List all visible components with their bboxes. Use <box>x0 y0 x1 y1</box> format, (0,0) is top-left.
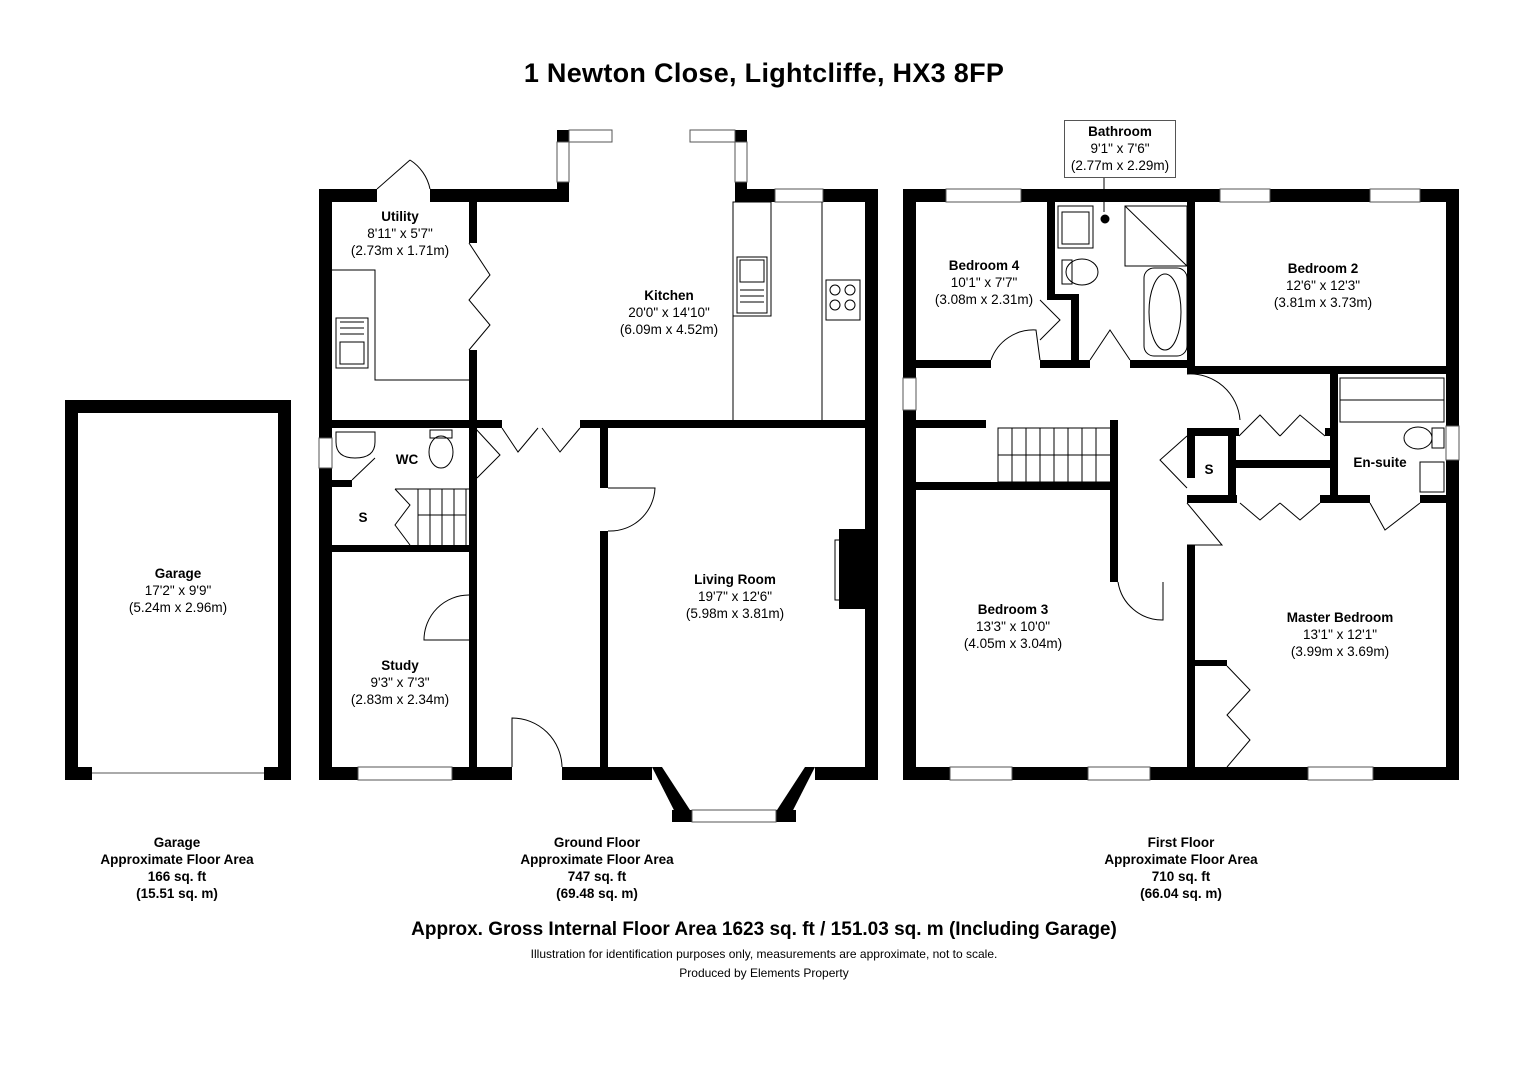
floor-area-first: First Floor Approximate Floor Area 710 s… <box>1081 834 1281 902</box>
study-imperial: 9'3" x 7'3" <box>370 675 430 690</box>
room-label-bedroom-3: Bedroom 3 13'3" x 10'0" (4.05m x 3.04m) <box>938 601 1088 652</box>
first-floor-sqft: 710 sq. ft <box>1151 869 1211 884</box>
living-name: Living Room <box>694 572 776 587</box>
first-floor-windows <box>902 188 1460 781</box>
room-label-ensuite: En-suite <box>1353 455 1407 470</box>
produced-by-text: Produced by Elements Property <box>679 966 849 980</box>
first-floor-name: First Floor <box>1147 835 1215 850</box>
bathroom-name: Bathroom <box>1088 124 1152 139</box>
bedroom2-metric: (3.81m x 3.73m) <box>1273 295 1373 310</box>
master-name: Master Bedroom <box>1286 610 1394 625</box>
room-label-wc: WC <box>395 452 419 467</box>
room-label-utility: Utility 8'11" x 5'7" (2.73m x 1.71m) <box>330 208 470 259</box>
bedroom4-imperial: 10'1" x 7'7" <box>950 275 1018 290</box>
kitchen-metric: (6.09m x 4.52m) <box>619 322 719 337</box>
garage-floor-sqft: 166 sq. ft <box>147 869 207 884</box>
ground-floor-interior-walls <box>332 189 865 780</box>
ground-floor-name: Ground Floor <box>553 835 641 850</box>
kitchen-imperial: 20'0" x 14'10" <box>628 305 710 320</box>
study-name: Study <box>381 658 419 673</box>
ground-floor-fixtures <box>332 159 861 768</box>
garage-floor-name: Garage <box>153 835 201 850</box>
bedroom4-name: Bedroom 4 <box>948 258 1020 273</box>
bathroom-metric: (2.77m x 2.29m) <box>1070 158 1170 173</box>
master-metric: (3.99m x 3.69m) <box>1290 644 1390 659</box>
bedroom2-name: Bedroom 2 <box>1287 261 1359 276</box>
garage-metric: (5.24m x 2.96m) <box>128 600 228 615</box>
bedroom2-imperial: 12'6" x 12'3" <box>1285 278 1361 293</box>
garage-floor-sqm: (15.51 sq. m) <box>136 886 218 901</box>
garage-floor-label: Approximate Floor Area <box>100 852 254 867</box>
bedroom3-metric: (4.05m x 3.04m) <box>963 636 1063 651</box>
garage-name: Garage <box>154 566 202 581</box>
ground-floor-label: Approximate Floor Area <box>520 852 674 867</box>
kitchen-name: Kitchen <box>644 288 694 303</box>
first-floor-interior-walls <box>916 202 1447 767</box>
first-floor-label: Approximate Floor Area <box>1104 852 1258 867</box>
study-metric: (2.83m x 2.34m) <box>350 692 450 707</box>
disclaimer-text: Illustration for identification purposes… <box>530 947 998 961</box>
bathroom-imperial: 9'1" x 7'6" <box>1090 141 1150 156</box>
gross-internal-area: Approx. Gross Internal Floor Area 1623 s… <box>411 919 1117 940</box>
room-label-bedroom-2: Bedroom 2 12'6" x 12'3" (3.81m x 3.73m) <box>1248 260 1398 311</box>
garage-plan <box>65 400 291 780</box>
garage-imperial: 17'2" x 9'9" <box>144 583 212 598</box>
first-floor-sqm: (66.04 sq. m) <box>1140 886 1222 901</box>
utility-imperial: 8'11" x 5'7" <box>367 226 433 241</box>
room-label-garage: Garage 17'2" x 9'9" (5.24m x 2.96m) <box>98 565 258 616</box>
bedroom3-imperial: 13'3" x 10'0" <box>975 619 1051 634</box>
room-label-master-bedroom: Master Bedroom 13'1" x 12'1" (3.99m x 3.… <box>1250 609 1430 660</box>
utility-name: Utility <box>381 209 419 224</box>
floor-area-garage: Garage Approximate Floor Area 166 sq. ft… <box>77 834 277 902</box>
room-label-store-ground: S <box>358 510 368 525</box>
bedroom3-name: Bedroom 3 <box>977 602 1049 617</box>
ground-floor-sqft: 747 sq. ft <box>567 869 627 884</box>
living-metric: (5.98m x 3.81m) <box>685 606 785 621</box>
utility-metric: (2.73m x 1.71m) <box>350 243 450 258</box>
bedroom4-metric: (3.08m x 2.31m) <box>934 292 1034 307</box>
room-label-bedroom-4: Bedroom 4 10'1" x 7'7" (3.08m x 2.31m) <box>914 257 1054 308</box>
room-label-bathroom: Bathroom 9'1" x 7'6" (2.77m x 2.29m) <box>1064 120 1176 178</box>
room-label-kitchen: Kitchen 20'0" x 14'10" (6.09m x 4.52m) <box>589 287 749 338</box>
ground-floor-windows <box>318 129 824 823</box>
living-imperial: 19'7" x 12'6" <box>697 589 773 604</box>
room-label-store-first: S <box>1204 462 1214 477</box>
room-label-study: Study 9'3" x 7'3" (2.83m x 2.34m) <box>330 657 470 708</box>
first-floor-fixtures <box>990 176 1445 768</box>
room-label-living-room: Living Room 19'7" x 12'6" (5.98m x 3.81m… <box>655 571 815 622</box>
ground-floor-sqm: (69.48 sq. m) <box>556 886 638 901</box>
property-address-title: 1 Newton Close, Lightcliffe, HX3 8FP <box>523 58 1005 88</box>
master-imperial: 13'1" x 12'1" <box>1302 627 1378 642</box>
floor-area-ground: Ground Floor Approximate Floor Area 747 … <box>497 834 697 902</box>
ground-floor-door-gaps <box>512 767 562 780</box>
